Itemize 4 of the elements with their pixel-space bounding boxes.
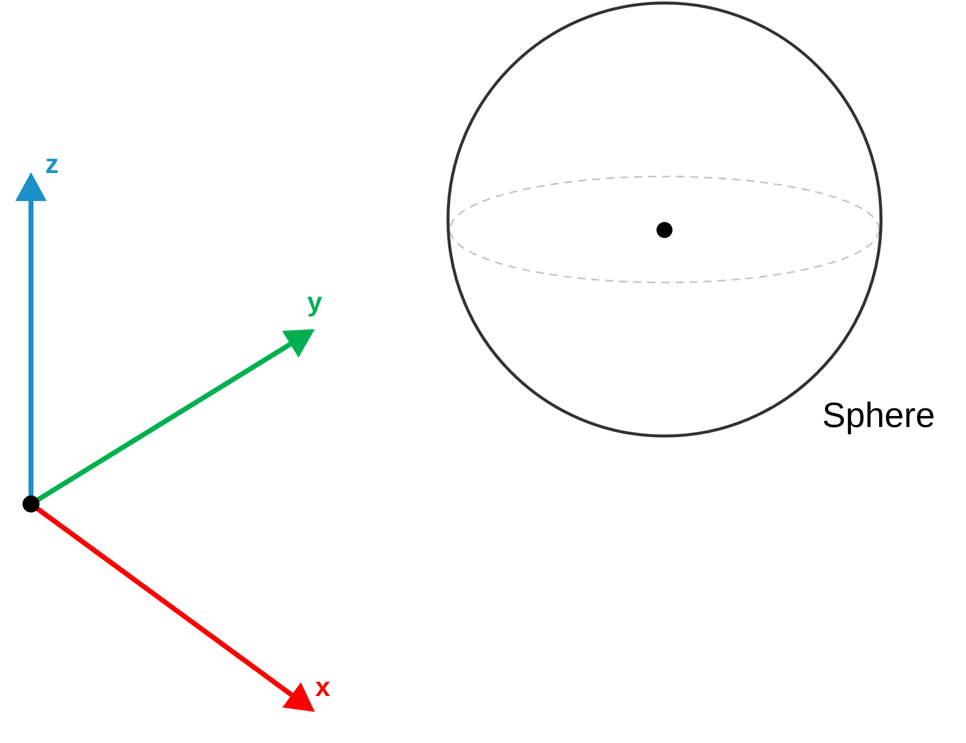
axis-label: z	[46, 158, 58, 173]
shape-label: Sphere	[824, 402, 934, 434]
axis-label: y	[307, 296, 322, 317]
axis-label: x	[315, 682, 330, 696]
